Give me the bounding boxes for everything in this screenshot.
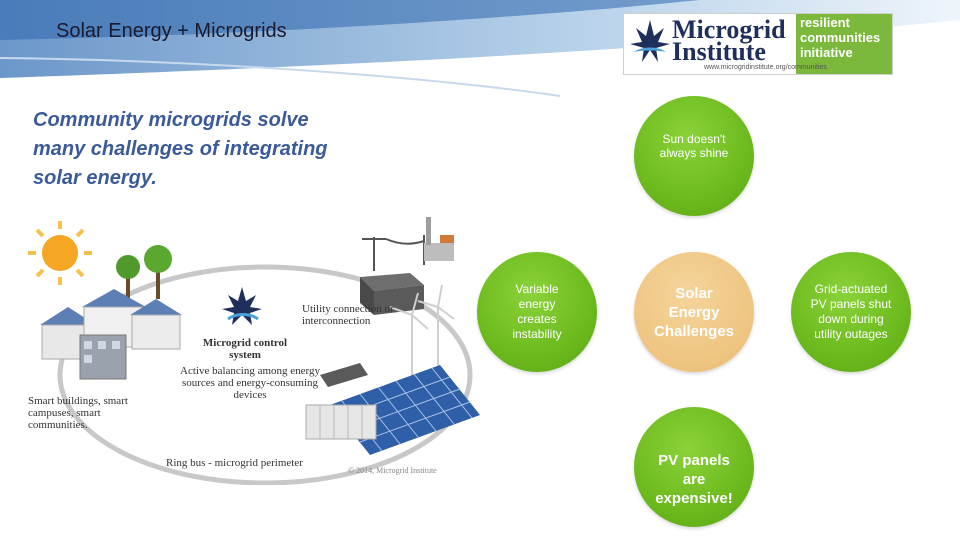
logo-star-icon bbox=[630, 20, 670, 62]
control-system-label: Microgrid control system bbox=[202, 337, 288, 361]
challenge-node-left: Variable energy creates instability bbox=[477, 252, 597, 372]
utility-connection-label: Utility connection or interconnection bbox=[302, 303, 394, 327]
ring-bus-label: Ring bus - microgrid perimeter bbox=[166, 457, 303, 469]
challenge-node-right: Grid-actuated PV panels shut down during… bbox=[791, 252, 911, 372]
challenge-node-top-text: Sun doesn't always shine bbox=[659, 132, 729, 160]
logo-word-institute: Institute bbox=[672, 37, 766, 66]
intro-text: Community microgrids solve many challeng… bbox=[33, 109, 328, 189]
logo-url: www.microgridinstitute.org/communities bbox=[704, 64, 827, 71]
challenge-center-text: Solar Energy Challenges bbox=[653, 284, 735, 340]
illustration-art bbox=[28, 217, 480, 485]
houses-icon bbox=[40, 289, 182, 380]
inverter-box-icon bbox=[360, 273, 424, 315]
microgrid-institute-logo: Microgrid Institute resilient communitie… bbox=[624, 14, 892, 74]
challenge-node-top: Sun doesn't always shine bbox=[634, 96, 754, 216]
factory-icon bbox=[424, 217, 454, 261]
control-system-icon bbox=[222, 287, 262, 325]
logo-tagline-3: initiative bbox=[800, 45, 853, 60]
battery-rack-icon bbox=[305, 363, 377, 440]
logo-tagline-1: resilient bbox=[800, 15, 850, 30]
challenge-center-node: Solar Energy Challenges bbox=[634, 252, 754, 372]
sun-icon bbox=[28, 221, 92, 285]
wind-turbine-icon bbox=[389, 284, 455, 385]
copyright-label: © 2014, Microgrid Institute bbox=[348, 466, 437, 475]
utility-pole-icon bbox=[362, 235, 425, 271]
slide-title: Solar Energy + Microgrids bbox=[56, 20, 287, 42]
logo-tagline-2: communities bbox=[800, 30, 881, 45]
tree-icon bbox=[116, 245, 172, 303]
challenge-node-right-text: Grid-actuated PV panels shut down during… bbox=[810, 282, 892, 341]
challenge-node-bottom: PV panels are expensive! bbox=[634, 407, 754, 527]
microgrid-illustration: Utility connection or interconnection Mi… bbox=[20, 215, 480, 485]
smart-buildings-label: Smart buildings, smart campuses, smart c… bbox=[28, 395, 128, 431]
logo-tagline-box: resilient communities initiative bbox=[796, 14, 892, 74]
challenge-node-left-text: Variable energy creates instability bbox=[512, 282, 562, 341]
challenge-node-bottom-text: PV panels are expensive! bbox=[655, 451, 733, 507]
active-balancing-label: Active balancing among energy sources an… bbox=[180, 365, 320, 401]
logo-word-microgrid: Microgrid bbox=[672, 15, 786, 44]
